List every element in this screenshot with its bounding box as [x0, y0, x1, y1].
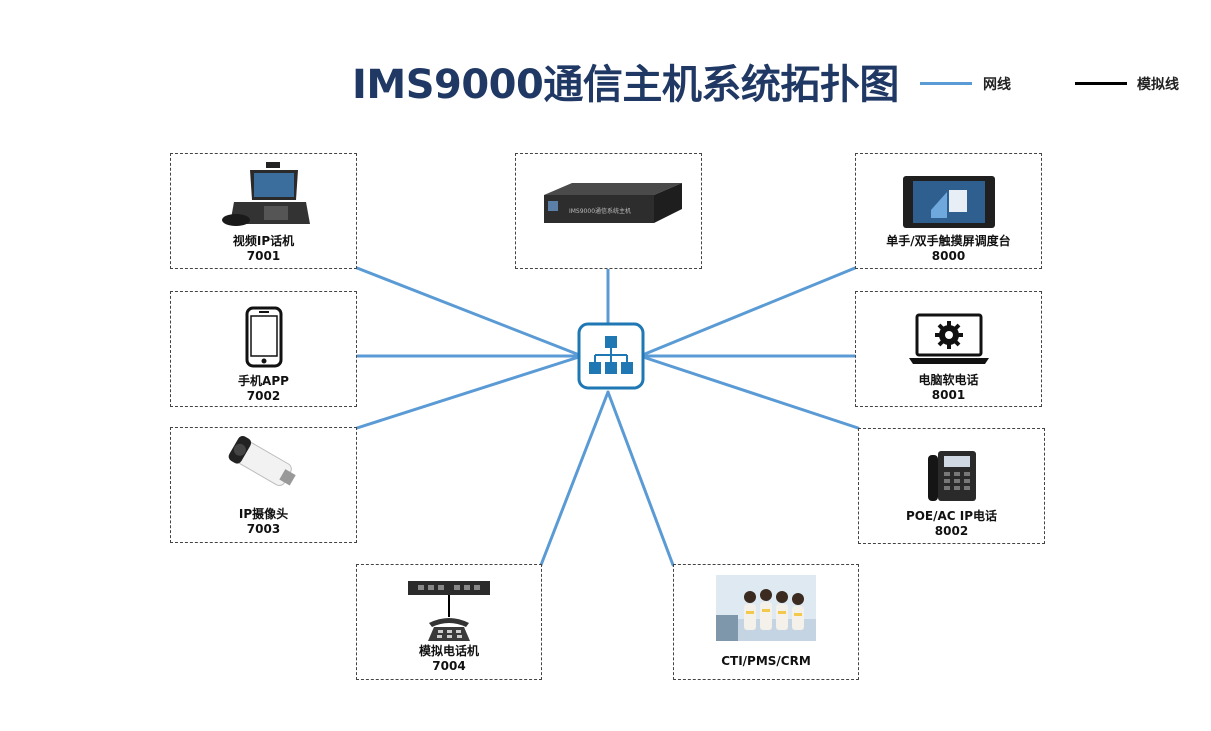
node-touch-console-name: 单手/双手触摸屏调度台 — [886, 234, 1011, 248]
smartphone-icon — [171, 306, 356, 368]
node-poe-phone-name: POE/AC IP电话 — [905, 509, 998, 523]
node-analog-phone: 模拟电话机 7004 — [356, 564, 542, 680]
node-cti-name: CTI/PMS/CRM — [721, 654, 811, 668]
node-host: IMS9000通信系统主机 — [515, 153, 702, 269]
link-ip-camera — [355, 354, 584, 430]
node-cti: CTI/PMS/CRM — [673, 564, 859, 680]
node-touch-console: 单手/双手触摸屏调度台 8000 — [855, 153, 1042, 269]
legend-analog-label: 模拟线 — [1137, 77, 1179, 93]
link-analog-phone — [539, 390, 610, 567]
node-video-phone: 视频IP话机 7001 — [170, 153, 357, 269]
node-softphone: 电脑软电话 8001 — [855, 291, 1042, 407]
link-cti — [606, 390, 675, 567]
analog-phone-icon — [357, 579, 541, 645]
node-analog-phone-ext: 7004 — [432, 659, 466, 673]
node-softphone-ext: 8001 — [931, 388, 966, 402]
touch-console-icon — [856, 174, 1041, 230]
node-touch-console-ext: 8000 — [931, 249, 966, 263]
link-poe-phone — [638, 354, 860, 430]
host-device-text: IMS9000通信系统主机 — [568, 207, 630, 215]
node-mobile-app-name: 手机APP — [238, 374, 289, 388]
node-video-phone-name: 视频IP话机 — [232, 234, 295, 248]
legend-network-line — [920, 82, 972, 85]
link-video-phone — [355, 266, 584, 358]
desk-phone-icon — [859, 447, 1044, 505]
node-mobile-app: 手机APP 7002 — [170, 291, 357, 407]
video-phone-icon — [171, 162, 356, 228]
legend-network-label: 网线 — [983, 77, 1011, 93]
node-mobile-app-ext: 7002 — [246, 389, 281, 403]
node-poe-phone: POE/AC IP电话 8002 — [858, 428, 1045, 544]
node-poe-phone-ext: 8002 — [934, 524, 969, 538]
camera-icon — [171, 434, 356, 498]
node-ip-camera-ext: 7003 — [246, 522, 281, 536]
link-touch-console — [638, 266, 857, 358]
laptop-gear-icon — [856, 312, 1041, 366]
call-center-photo — [674, 575, 858, 641]
node-ip-camera: IP摄像头 7003 — [170, 427, 357, 543]
node-analog-phone-name: 模拟电话机 — [418, 644, 479, 658]
rack-server-icon: IMS9000通信系统主机 — [516, 179, 701, 229]
node-video-phone-ext: 7001 — [246, 249, 281, 263]
node-softphone-name: 电脑软电话 — [918, 373, 979, 387]
legend-analog-line — [1075, 82, 1127, 85]
diagram-title: IMS9000通信主机系统拓扑图 — [352, 62, 899, 108]
network-switch-icon — [577, 322, 645, 390]
node-ip-camera-name: IP摄像头 — [238, 507, 289, 521]
